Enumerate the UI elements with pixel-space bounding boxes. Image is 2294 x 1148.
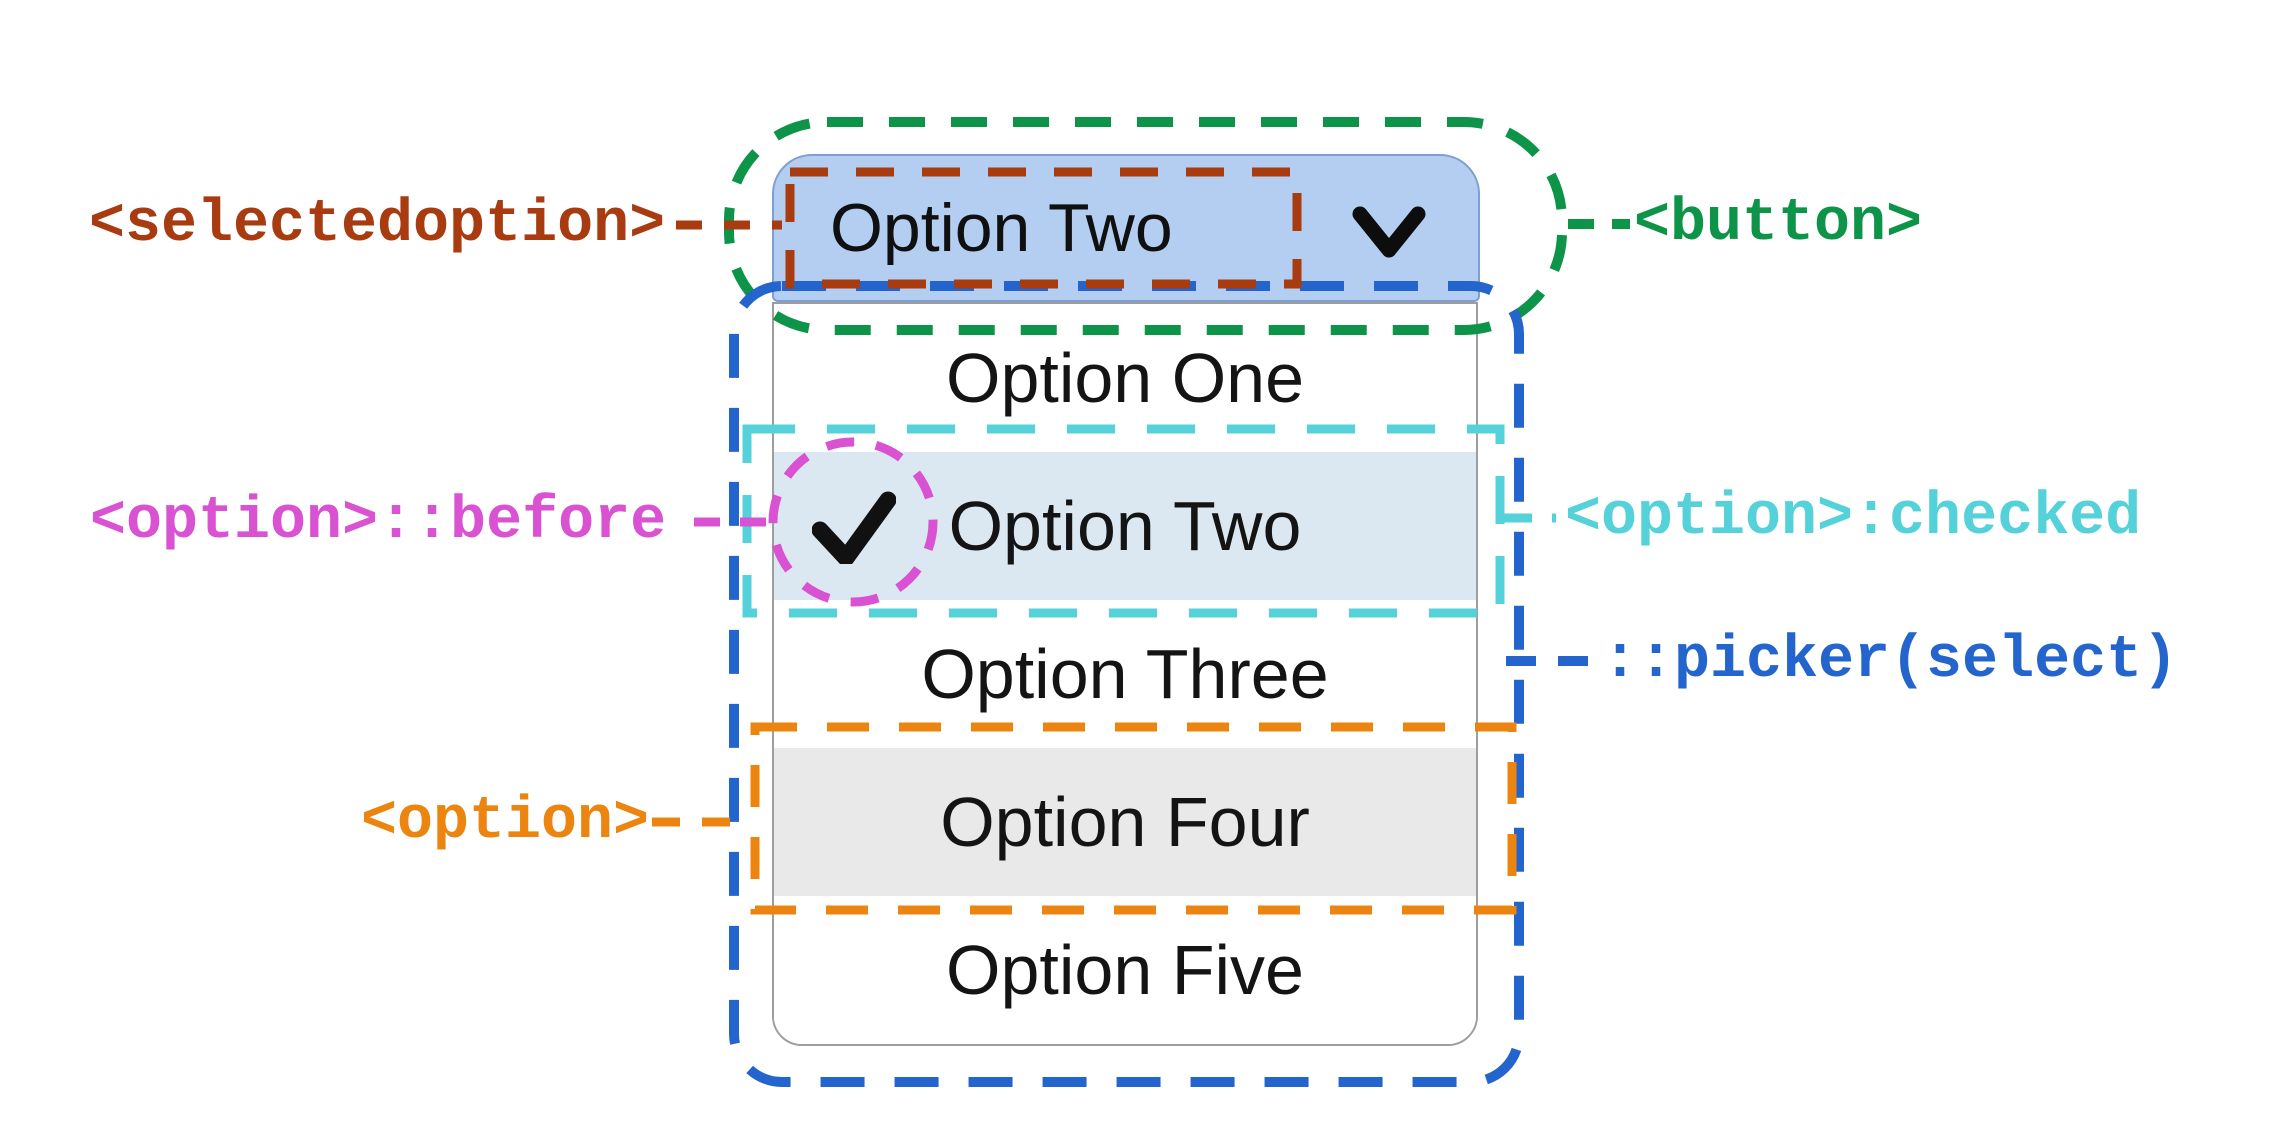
option-two-checked[interactable]: Option Two — [774, 452, 1476, 600]
option-one[interactable]: Option One — [774, 304, 1476, 452]
option-annotation-label: <option> — [361, 788, 650, 856]
option-four-hovered[interactable]: Option Four — [774, 748, 1476, 896]
checkmark-icon — [812, 491, 896, 564]
selected-option-label: Option Two — [830, 190, 1173, 266]
button-annotation-label: <button> — [1634, 190, 1923, 258]
picker-annotation-label: ::picker(select) — [1602, 627, 2179, 695]
option-label: Option Five — [946, 931, 1304, 1009]
option-checked-annotation-label: <option>:checked — [1565, 484, 2142, 552]
selectedoption-annotation-label: <selectedoption> — [89, 191, 666, 259]
chevron-down-icon — [1352, 206, 1426, 258]
option-label: Option One — [946, 339, 1304, 417]
select-picker-dropdown: Option One Option Two Option Three Optio… — [772, 302, 1478, 1046]
option-label: Option Two — [948, 487, 1302, 565]
option-before-annotation-label: <option>::before — [90, 488, 667, 556]
option-label: Option Four — [940, 783, 1310, 861]
select-button[interactable]: Option Two — [772, 154, 1480, 302]
option-label: Option Three — [921, 635, 1329, 713]
option-three[interactable]: Option Three — [774, 600, 1476, 748]
option-five[interactable]: Option Five — [774, 896, 1476, 1044]
